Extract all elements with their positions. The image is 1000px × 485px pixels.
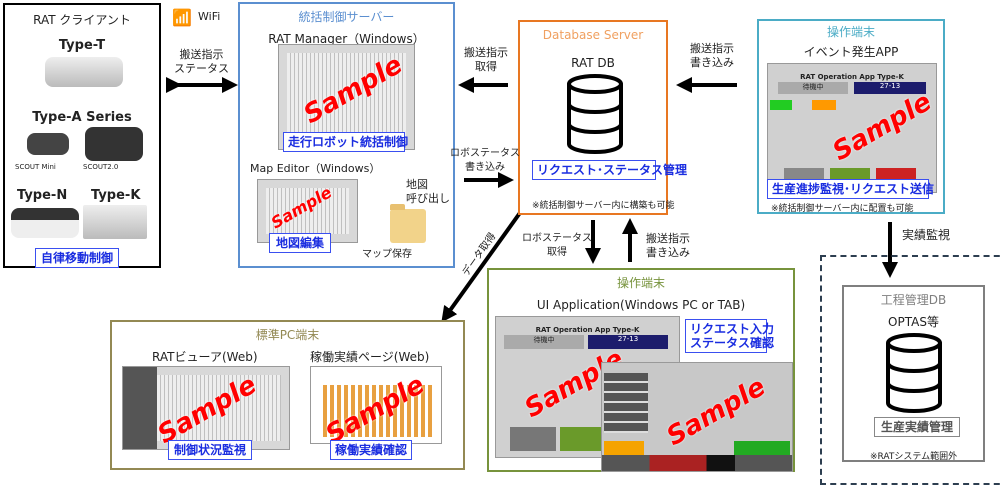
arrow-data-get [441, 208, 524, 323]
operation-terminal-panel-bottom: 操作端末 UI Application(Windows PC or TAB) R… [487, 268, 795, 472]
map-edit-label: 地図編集 [269, 233, 331, 253]
event-app-title: イベント発生APP [803, 45, 899, 59]
panel-title: 操作端末 [616, 276, 665, 290]
rat-viewer-screenshot: Sample [122, 366, 290, 450]
performance-screenshot: Sample [310, 366, 442, 444]
map-editor-screenshot: Sample [257, 179, 358, 243]
panel-title: 工程管理DB [880, 293, 947, 307]
rat-viewer-title: RATビューア(Web) [152, 350, 258, 364]
performance-page-title: 稼働実績ページ(Web) [310, 350, 430, 364]
standard-pc-panel: 標準PC端末 RATビューア(Web) Sample 制御状況監視 稼働実績ペー… [110, 320, 465, 470]
link-label-client-server: 搬送指示 ステータス [174, 48, 229, 75]
production-record-label: 生産実績管理 [874, 417, 960, 437]
panel-title: 標準PC端末 [255, 328, 320, 342]
process-db-panel: 工程管理DB OPTAS等 生産実績管理 ※RATシステム範囲外 [842, 285, 985, 462]
screen-code: 27-13 [854, 82, 926, 94]
database-server-panel: Database Server RAT DB リクエスト･ステータス管理 ※統括… [518, 20, 687, 215]
op-note: ※統括制御サーバー内に配置も可能 [771, 204, 914, 214]
type-n-label: Type-N [17, 188, 68, 203]
operation-terminal-panel-top: 操作端末 イベント発生APP RAT Operation App Type-K … [757, 19, 945, 214]
type-t-robot-image [45, 57, 123, 87]
scout-mini-caption: SCOUT Mini [15, 163, 56, 171]
scout2-caption: SCOUT2.0 [83, 163, 119, 171]
ui-application-title: UI Application(Windows PC or TAB) [536, 298, 746, 312]
link-label-op-db-write: 搬送指示 書き込み [690, 42, 734, 69]
panel-title: Database Server [542, 28, 644, 42]
rat-manager-title: RAT Manager（Windows） [268, 32, 425, 46]
link-label-opbottom-db-write: 搬送指示 書き込み [646, 232, 690, 259]
optas-title: OPTAS等 [888, 315, 939, 329]
type-a-label: Type-A Series [32, 110, 132, 125]
request-input-label: リクエスト入力 ステータス確認 [685, 319, 774, 353]
scout2-image [85, 127, 143, 161]
autonomous-control-label: 自律移動制御 [35, 248, 119, 268]
screen-status: 待機中 [778, 82, 848, 94]
event-app-screenshot: RAT Operation App Type-K 待機中 27-13 Sampl… [767, 63, 937, 193]
screen-title: RAT Operation App Type-K [800, 73, 904, 81]
type-t-label: Type-T [58, 38, 106, 53]
robot-control-label: 走行ロボット統括制御 [283, 132, 408, 152]
database-icon [886, 333, 942, 413]
control-status-label: 制御状況監視 [168, 440, 252, 460]
link-label-server-db-write: ロボステータス 書き込み [450, 148, 520, 173]
sample-watermark: Sample [827, 86, 937, 168]
progress-request-label: 生産進捗監視･リクエスト送信 [767, 179, 934, 199]
ui-app-screenshot-secondary: Sample [601, 362, 793, 472]
rat-client-panel: RAT クライアント Type-T Type-A Series SCOUT Mi… [3, 3, 161, 268]
folder-icon [390, 204, 426, 243]
type-k-label: Type-K [91, 188, 141, 203]
map-editor-title: Map Editor（Windows） [250, 162, 381, 175]
integrated-server-panel: 統括制御サーバー RAT Manager（Windows） Sample 走行ロ… [238, 2, 455, 268]
screen-code: 27-13 [588, 335, 668, 349]
map-save-label: マップ保存 [362, 249, 412, 260]
type-n-robot-image [11, 208, 79, 238]
db-note: ※統括制御サーバー内に構築も可能 [532, 201, 675, 211]
link-label-monitor: 実績監視 [902, 228, 951, 242]
map-load-label: 地図 呼び出し [406, 178, 450, 205]
screen-status: 待機中 [504, 335, 584, 349]
scout-mini-image [27, 133, 69, 155]
wifi-icon: 📶 [172, 8, 192, 27]
panel-title: 統括制御サーバー [298, 10, 395, 24]
process-db-note: ※RATシステム範囲外 [870, 452, 958, 462]
panel-title: RAT クライアント [33, 13, 131, 27]
performance-check-label: 稼働実績確認 [330, 440, 412, 460]
panel-title: 操作端末 [826, 25, 875, 39]
screen-title: RAT Operation App Type-K [535, 326, 640, 334]
type-k-robot-image [83, 205, 147, 239]
rat-db-title: RAT DB [571, 56, 615, 70]
link-label-db-server-get: 搬送指示 取得 [464, 46, 508, 73]
database-icon [567, 74, 623, 154]
request-status-label: リクエスト･ステータス管理 [532, 160, 687, 180]
wifi-label: WiFi [198, 10, 221, 23]
link-label-db-opbottom-get: ロボステータス 取得 [522, 233, 592, 258]
